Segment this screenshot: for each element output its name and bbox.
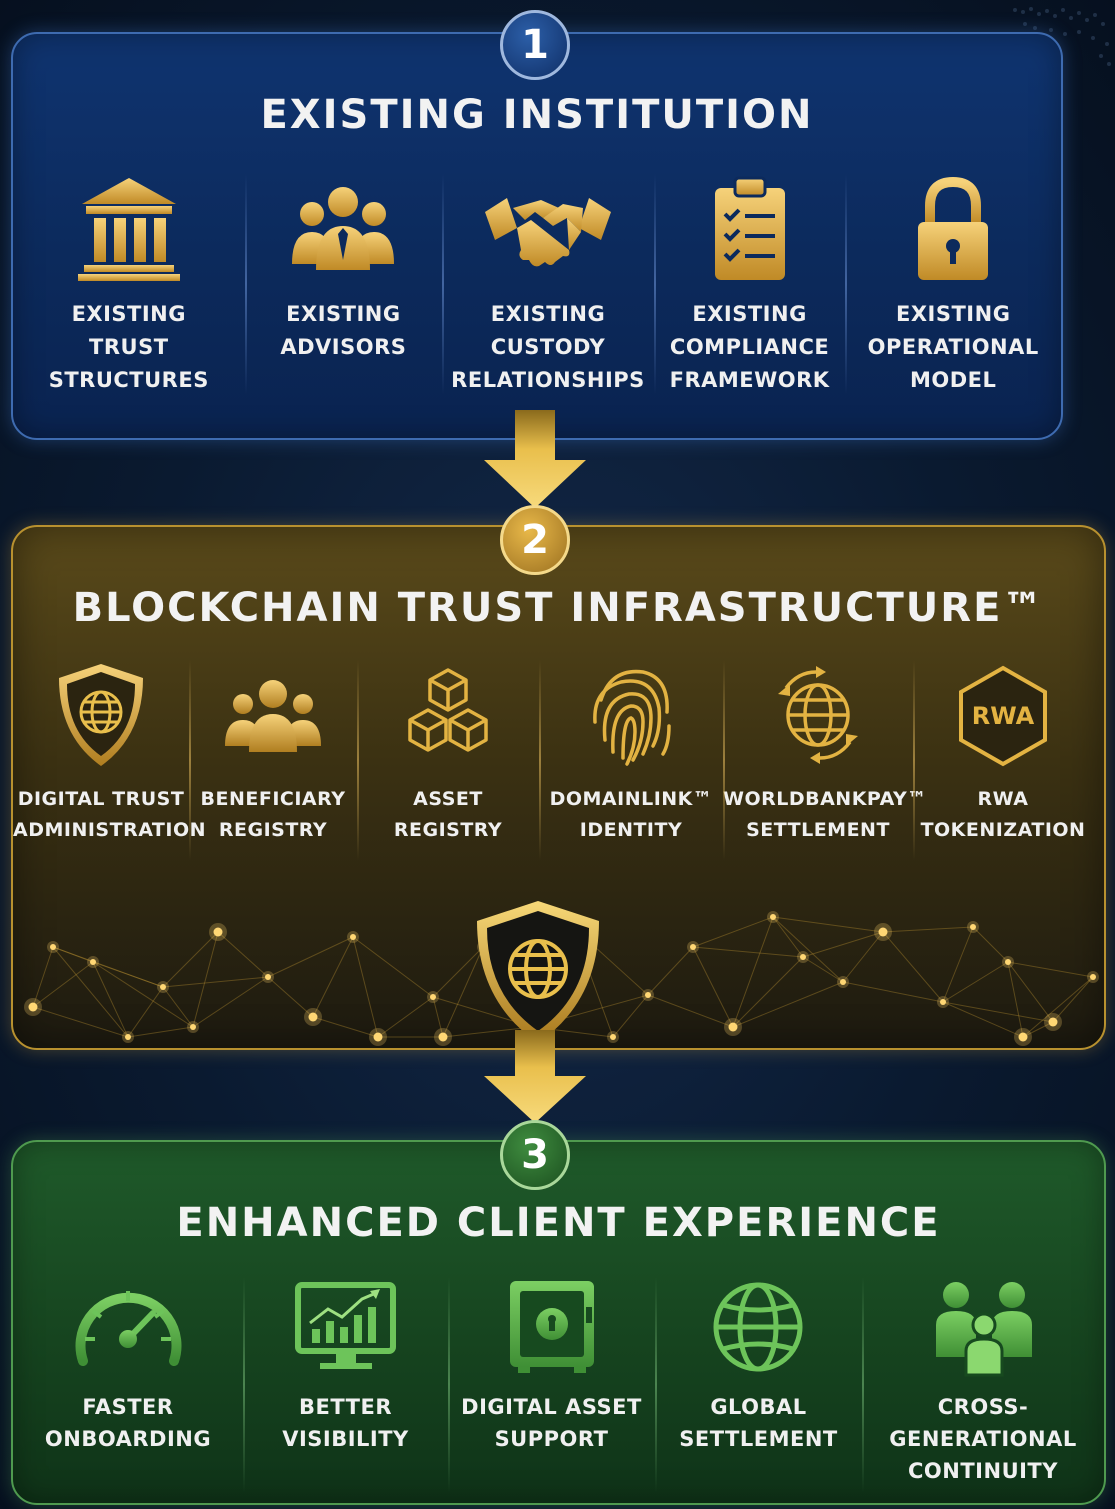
item-worldbankpay-settlement: WORLDBANKPAY™ SETTLEMENT: [723, 660, 927, 860]
item-label: RWA TOKENIZATION: [920, 788, 1086, 841]
item-better-visibility: BETTER VISIBILITY: [243, 1277, 448, 1492]
network-node: [690, 944, 696, 950]
item-label: EXISTING CUSTODY RELATIONSHIPS: [451, 302, 645, 392]
network-node: [125, 1034, 131, 1040]
cubes-icon: [408, 668, 488, 752]
item-cross-generational-continuity: CROSS- GENERATIONAL CONTINUITY: [862, 1277, 1104, 1492]
item-existing-custody-relationships: EXISTING CUSTODY RELATIONSHIPS: [442, 174, 654, 394]
network-node: [160, 984, 166, 990]
network-node: [373, 1032, 383, 1042]
item-label: CROSS- GENERATIONAL CONTINUITY: [889, 1395, 1077, 1483]
blockchain-trust-infrastructure-panel: BLOCKCHAIN TRUST INFRASTRUCTURE™ DIGITAL…: [11, 525, 1106, 1050]
enhanced-client-experience-panel: ENHANCED CLIENT EXPERIENCE FASTER ONBOAR…: [11, 1140, 1106, 1505]
network-node: [28, 1002, 38, 1012]
network-node: [190, 1024, 196, 1030]
fingerprint-icon: [593, 669, 671, 766]
network-node: [1005, 959, 1011, 965]
item-digital-trust-administration: DIGITAL TRUST ADMINISTRATION: [13, 660, 207, 860]
network-node: [645, 992, 651, 998]
item-faster-onboarding: FASTER ONBOARDING: [13, 1277, 243, 1492]
network-node: [878, 927, 888, 937]
core-shield-globe-icon: [477, 901, 599, 1043]
network-node: [350, 934, 356, 940]
item-global-settlement: GLOBAL SETTLEMENT: [655, 1277, 862, 1492]
item-label: FASTER ONBOARDING: [44, 1395, 212, 1451]
globe-icon: [713, 1282, 803, 1372]
speedometer-icon: [75, 1291, 181, 1366]
item-existing-advisors: EXISTING ADVISORS: [244, 174, 443, 394]
item-rwa-tokenization: RWA RWA TOKENIZATION: [913, 660, 1093, 860]
item-label: DIGITAL TRUST ADMINISTRATION: [13, 788, 207, 841]
item-label: WORLDBANKPAY™ SETTLEMENT: [723, 788, 927, 841]
item-existing-trust-structures: EXISTING TRUST STRUCTURES: [13, 174, 245, 394]
rwa-icon-text: RWA: [972, 702, 1035, 730]
network-node: [90, 959, 96, 965]
globe-arrows-icon: [778, 666, 858, 764]
item-label: BETTER VISIBILITY: [282, 1395, 409, 1451]
step-badge-3: 3: [500, 1120, 570, 1190]
blockchain-infrastructure-items: DIGITAL TRUST ADMINISTRATION BENEFICIARY…: [13, 660, 1104, 860]
item-label: EXISTING ADVISORS: [280, 302, 407, 359]
network-node: [1018, 1032, 1028, 1042]
item-asset-registry: ASSET REGISTRY: [357, 660, 539, 860]
item-label: GLOBAL SETTLEMENT: [679, 1395, 838, 1451]
network-node: [1090, 974, 1096, 980]
network-node: [1048, 1017, 1058, 1027]
step-badge-2: 2: [500, 505, 570, 575]
item-label: EXISTING COMPLIANCE FRAMEWORK: [669, 302, 830, 392]
network-node: [438, 1032, 448, 1042]
advisors-icon: [292, 187, 395, 270]
item-existing-compliance-framework: EXISTING COMPLIANCE FRAMEWORK: [653, 174, 846, 394]
bank-icon: [77, 178, 180, 281]
item-beneficiary-registry: BENEFICIARY REGISTRY: [189, 660, 357, 860]
network-node: [265, 974, 271, 980]
network-node: [940, 999, 946, 1005]
network-node: [728, 1022, 738, 1032]
network-node: [840, 979, 846, 985]
clipboard-icon: [714, 176, 785, 280]
monitor-chart-icon: [295, 1282, 396, 1369]
network-node: [308, 1012, 318, 1022]
network-node: [213, 927, 223, 937]
safe-icon: [510, 1281, 594, 1373]
network-node: [970, 924, 976, 930]
existing-institution-title: EXISTING INSTITUTION: [260, 92, 814, 138]
existing-institution-panel: EXISTING INSTITUTION EXISTING TRUST STRU…: [11, 32, 1063, 440]
item-label: DIGITAL ASSET SUPPORT: [461, 1395, 642, 1451]
network-node: [50, 944, 56, 950]
handshake-icon: [484, 198, 611, 267]
item-label: BENEFICIARY REGISTRY: [200, 788, 346, 841]
item-digital-asset-support: DIGITAL ASSET SUPPORT: [448, 1277, 655, 1492]
item-existing-operational-model: EXISTING OPERATIONAL MODEL: [845, 174, 1061, 394]
blockchain-trust-infrastructure-title: BLOCKCHAIN TRUST INFRASTRUCTURE™: [72, 585, 1045, 631]
client-experience-items: FASTER ONBOARDING BETTER VISIBILITY: [13, 1277, 1104, 1492]
blockchain-network-graphic: [24, 911, 1099, 1046]
step-badge-1: 1: [500, 10, 570, 80]
item-label: EXISTING TRUST STRUCTURES: [48, 302, 209, 392]
down-arrow-icon: [484, 1030, 586, 1123]
shield-globe-icon: [59, 664, 143, 766]
network-node: [430, 994, 436, 1000]
down-arrow-icon: [484, 410, 586, 508]
padlock-icon: [918, 176, 989, 280]
item-domainlink-identity: DOMAINLINK™ IDENTITY: [539, 660, 723, 860]
item-label: EXISTING OPERATIONAL MODEL: [867, 302, 1039, 392]
item-label: DOMAINLINK™ IDENTITY: [549, 788, 713, 841]
network-node: [610, 1034, 616, 1040]
network-node: [800, 954, 806, 960]
network-node: [770, 914, 776, 920]
item-label: ASSET REGISTRY: [393, 788, 503, 841]
family-icon: [935, 1282, 1032, 1377]
rwa-hexagon-icon: RWA: [959, 665, 1047, 767]
world-map-decoration: [1013, 7, 1111, 66]
people-icon: [225, 680, 321, 752]
existing-institution-items: EXISTING TRUST STRUCTURES EXISTING ADVIS…: [13, 174, 1061, 394]
enhanced-client-experience-title: ENHANCED CLIENT EXPERIENCE: [176, 1200, 941, 1246]
